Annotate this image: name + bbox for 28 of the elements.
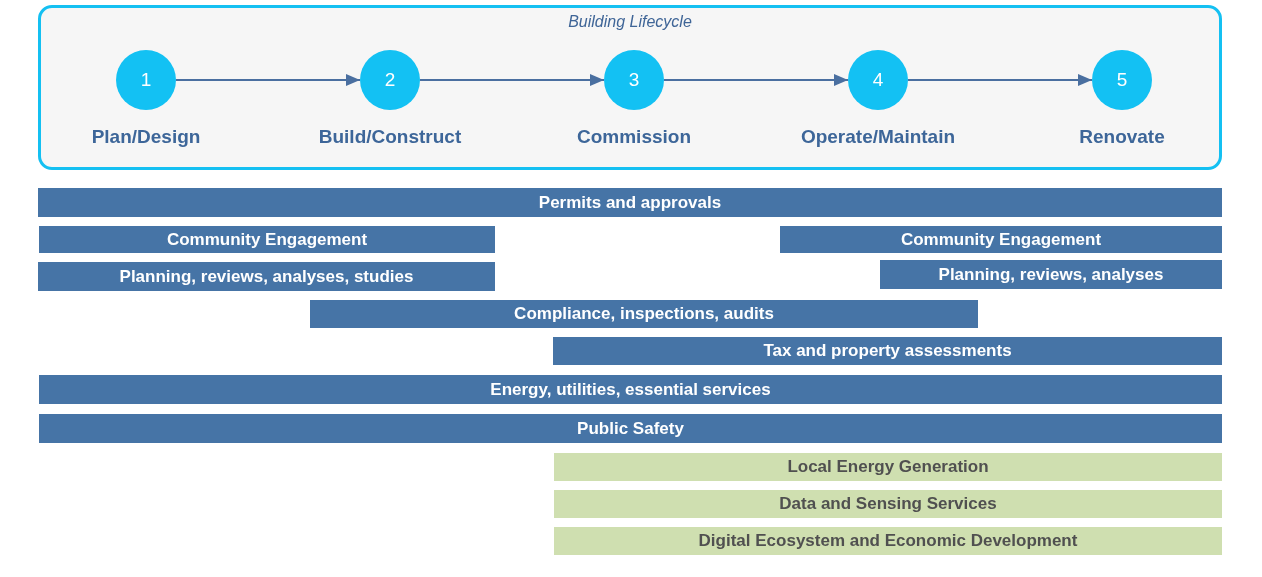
step-circle: 2 [360, 50, 420, 110]
panel-title: Building Lifecycle [568, 12, 692, 31]
lifecycle-panel [38, 5, 1222, 170]
arrow [907, 74, 1093, 86]
step-circle: 3 [604, 50, 664, 110]
activity-bar: Planning, reviews, analyses, studies [38, 262, 495, 291]
step-label: Build/Construct [318, 126, 462, 148]
activity-bar: Public Safety [39, 414, 1222, 443]
arrow [663, 74, 849, 86]
activity-bar: Data and Sensing Services [554, 490, 1222, 518]
activity-bar: Community Engagement [780, 226, 1222, 253]
activity-bar: Permits and approvals [38, 188, 1222, 217]
step-circle: 4 [848, 50, 908, 110]
arrow [175, 74, 361, 86]
step-label: Operate/Maintain [800, 126, 956, 148]
activity-bar: Local Energy Generation [554, 453, 1222, 481]
step-circle: 1 [116, 50, 176, 110]
step-label: Renovate [1079, 126, 1165, 148]
step-label: Commission [577, 126, 691, 148]
activity-bar: Planning, reviews, analyses [880, 260, 1222, 289]
step-circle: 5 [1092, 50, 1152, 110]
activity-bar: Community Engagement [39, 226, 495, 253]
activity-bar: Compliance, inspections, audits [310, 300, 978, 328]
step-label: Plan/Design [91, 126, 201, 148]
activity-bar: Digital Ecosystem and Economic Development [554, 527, 1222, 555]
arrow [419, 74, 605, 86]
activity-bar: Tax and property assessments [553, 337, 1222, 365]
activity-bar: Energy, utilities, essential services [39, 375, 1222, 404]
